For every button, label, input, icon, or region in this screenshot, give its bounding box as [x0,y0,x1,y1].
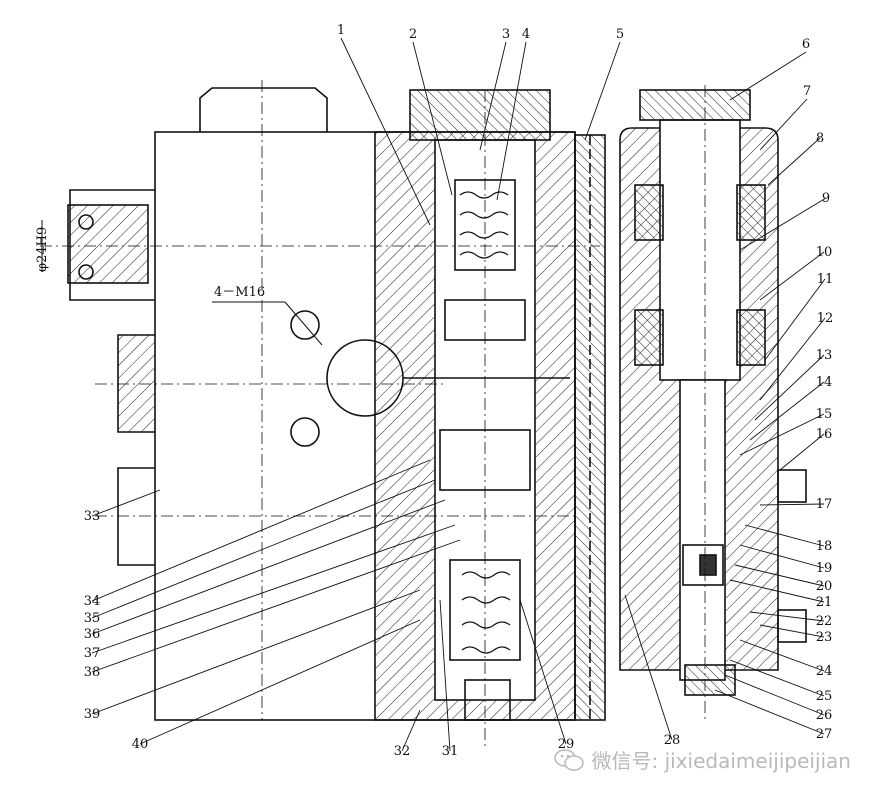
part-label-9: 9 [822,191,830,206]
leader-line-17 [759,503,825,506]
leader-line-22 [749,611,825,622]
leader-line-28 [624,594,673,741]
leader-line-5 [584,41,621,141]
leader-line-11 [764,278,826,361]
leader-line-4 [496,41,527,201]
leader-line-27 [714,689,825,735]
leader-line-38 [91,539,461,673]
part-label-14: 14 [816,375,833,390]
leader-line-3 [479,41,507,151]
leader-line-24 [739,639,825,672]
part-label-5: 5 [616,27,624,42]
part-label-24: 24 [816,664,833,679]
leader-line-32 [401,709,421,752]
part-label-39: 39 [84,707,101,722]
leader-line-10 [759,251,825,301]
leader-line-34 [91,459,431,602]
leader-line-12 [759,317,826,401]
part-label-1: 1 [337,23,345,38]
part-label-11: 11 [817,272,834,287]
leader-line-29 [519,599,567,745]
leader-line-1 [340,37,431,226]
leader-line-2 [412,41,453,196]
leader-line-26 [724,674,825,716]
part-label-15: 15 [816,407,833,422]
part-label-21: 21 [816,595,833,610]
leader-line-25 [729,659,825,697]
part-label-23: 23 [816,630,833,645]
leader-line-21 [729,579,825,603]
part-label-35: 35 [84,611,101,626]
part-label-37: 37 [84,646,101,661]
leader-line-15 [739,413,825,456]
part-label-31: 31 [442,744,459,759]
part-label-7: 7 [803,84,811,99]
part-label-19: 19 [816,561,833,576]
drawing-body [40,80,807,750]
leader-line-19 [739,544,825,569]
leader-line-20 [734,564,825,587]
leader-line-31 [439,599,451,752]
watermark: 微信号: jixiedaimeijipeijian [553,745,851,774]
part-label-13: 13 [816,348,833,363]
leader-line-36 [91,499,446,635]
part-label-40: 40 [132,737,149,752]
leader-line-8 [767,137,821,186]
wechat-icon [553,748,584,771]
leader-line-6 [729,51,807,101]
part-label-12: 12 [817,311,834,326]
part-label-36: 36 [84,627,101,642]
leader-line-13 [754,354,825,421]
part-label-20: 20 [816,579,833,594]
part-label-26: 26 [816,708,833,723]
leader-line-18 [744,524,825,547]
part-label-22: 22 [816,614,833,629]
leader-line-33 [91,489,161,517]
part-label-27: 27 [816,727,833,742]
part-label-33: 33 [84,509,101,524]
part-label-32: 32 [394,744,411,759]
leader-line-14 [749,381,825,441]
part-label-29: 29 [558,737,575,752]
diameter-annotation: φ24H9 [35,227,50,272]
part-label-3: 3 [502,27,510,42]
leader-line-23 [759,624,825,638]
leader-line-9 [739,197,827,251]
part-label-6: 6 [802,37,810,52]
part-label-28: 28 [664,733,681,748]
leader-line-35 [91,479,436,619]
leader-line-7 [759,98,808,151]
leader-line-39 [91,589,421,715]
part-label-8: 8 [816,131,824,146]
part-label-10: 10 [816,245,833,260]
part-label-38: 38 [84,665,101,680]
thread-callout: 4－M16 [212,285,323,346]
part-label-16: 16 [816,427,833,442]
watermark-text: 微信号: jixiedaimeijipeijian [591,749,851,773]
leader-line-16 [779,433,825,471]
part-label-34: 34 [84,594,101,609]
part-label-17: 17 [816,497,833,512]
leader-line-40 [139,619,421,745]
thread-annotation: 4－M16 [214,285,265,300]
diameter-dimension: φ24H9 [35,220,50,272]
part-label-2: 2 [409,27,417,42]
part-label-4: 4 [522,27,530,42]
part-label-18: 18 [816,539,833,554]
part-label-25: 25 [816,689,833,704]
leader-lines [91,37,827,752]
leader-line-37 [91,524,456,654]
